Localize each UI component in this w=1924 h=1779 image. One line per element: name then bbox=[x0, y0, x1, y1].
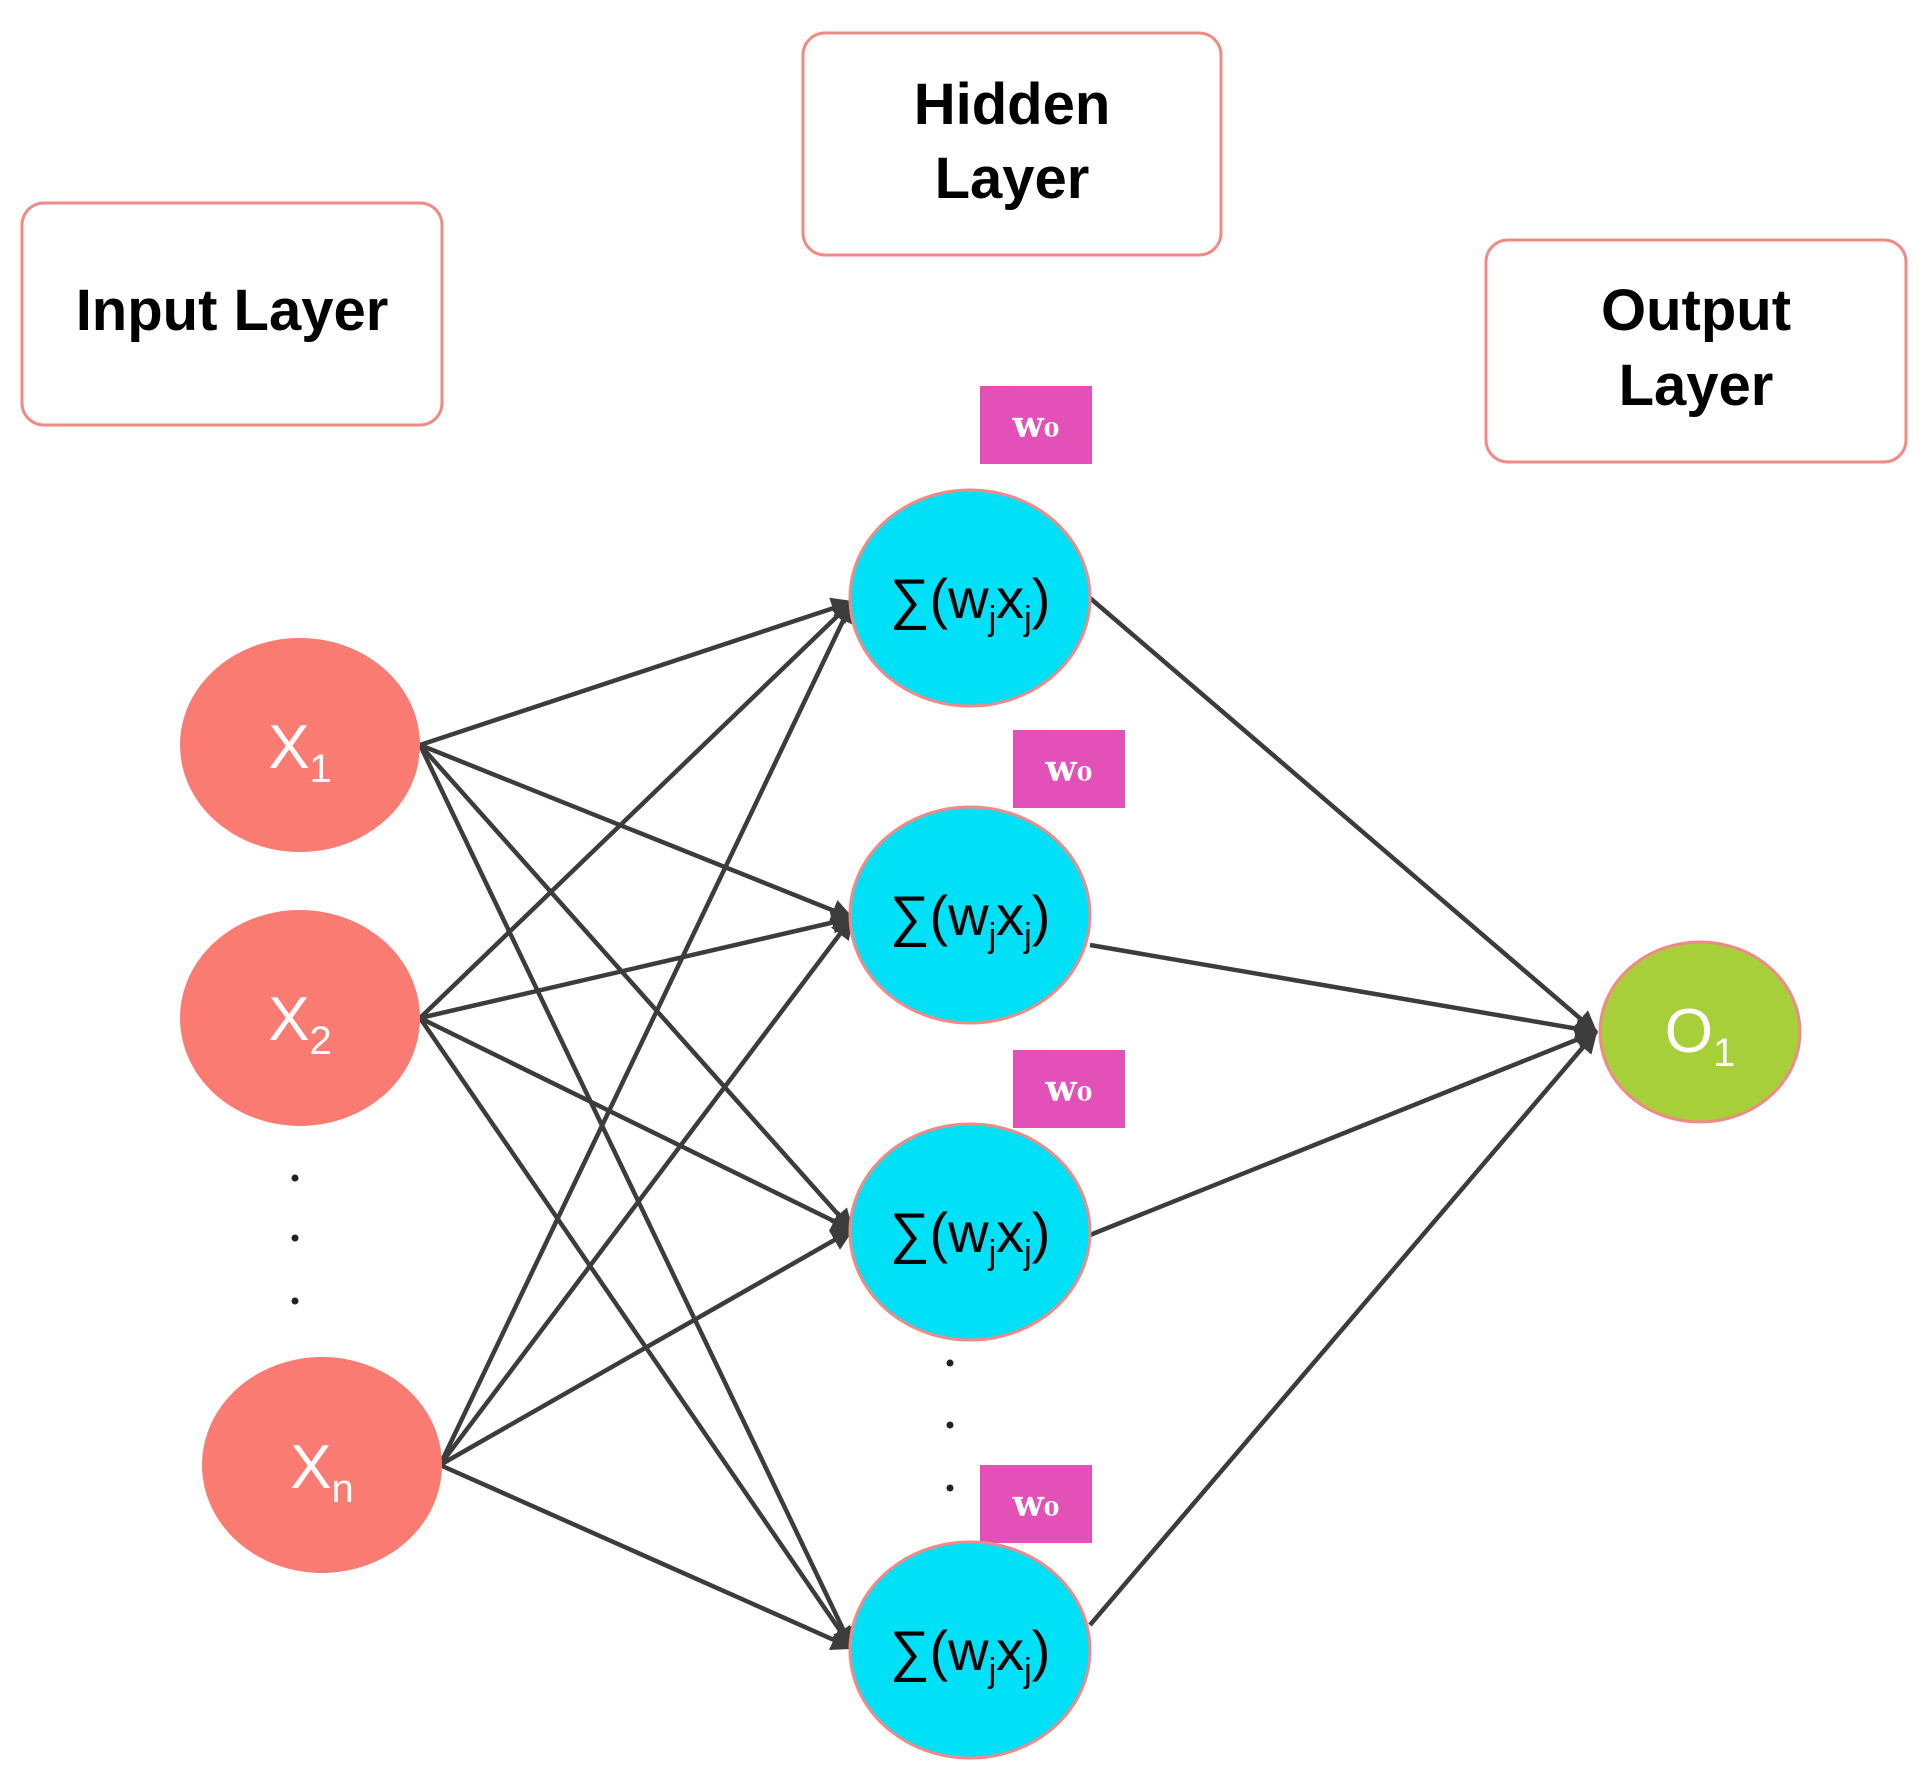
hidden-ellipsis-dots bbox=[946, 1359, 954, 1492]
svg-text:∑(wjxj): ∑(wjxj) bbox=[890, 1619, 1051, 1690]
input-node-x1-sub: 1 bbox=[310, 747, 332, 791]
hidden-node-1: ∑(wjxj) bbox=[848, 488, 1092, 708]
input-node-x2-sub: 2 bbox=[310, 1019, 332, 1063]
svg-text:w₀: w₀ bbox=[1012, 404, 1060, 446]
input-node-x1-label: X bbox=[268, 713, 309, 782]
output-node-o1-sub: 1 bbox=[1713, 1031, 1735, 1075]
hidden-to-output-connections bbox=[1088, 596, 1599, 1627]
hidden-node-4-sum: ∑(w bbox=[890, 1619, 990, 1682]
svg-text:w₀: w₀ bbox=[1012, 1483, 1060, 1525]
edge-x2-h2 bbox=[419, 911, 855, 1021]
bias-label-4: w₀ bbox=[980, 1465, 1092, 1543]
hidden-node-3-sum: ∑(w bbox=[890, 1201, 990, 1264]
output-layer-title-line2: Layer bbox=[1619, 353, 1774, 418]
svg-text:w₀: w₀ bbox=[1045, 1068, 1093, 1110]
edge-xn-h3 bbox=[438, 1228, 854, 1467]
bias-label-1: w₀ bbox=[980, 386, 1092, 464]
hidden-layer-title-line2: Layer bbox=[935, 146, 1090, 211]
svg-text:∑(wjxj): ∑(wjxj) bbox=[890, 1201, 1051, 1272]
bias-label-2: w₀ bbox=[1013, 730, 1125, 808]
hidden-node-3: ∑(wjxj) bbox=[848, 1122, 1092, 1342]
hidden-node-2: ∑(wjxj) bbox=[848, 805, 1092, 1025]
svg-text:Xn: Xn bbox=[290, 1433, 354, 1511]
output-node-o1: O1 bbox=[1598, 940, 1802, 1124]
edge-h4-o1 bbox=[1088, 1030, 1598, 1627]
edge-x2-h3 bbox=[419, 1015, 855, 1233]
svg-text:X1: X1 bbox=[268, 713, 332, 791]
output-node-o1-label: O bbox=[1665, 997, 1713, 1066]
input-ellipsis-dots bbox=[291, 1174, 299, 1305]
edge-x1-h1 bbox=[419, 597, 855, 748]
hidden-layer-title-box: Hidden Layer bbox=[801, 31, 1223, 257]
output-layer-title-line1: Output bbox=[1601, 278, 1791, 343]
svg-text:∑(wjxj): ∑(wjxj) bbox=[890, 884, 1051, 955]
edge-x2-h1 bbox=[418, 600, 854, 1020]
edge-xn-h2 bbox=[438, 916, 854, 1467]
svg-text:O1: O1 bbox=[1665, 997, 1735, 1075]
hidden-node-4: ∑(wjxj) bbox=[848, 1540, 1092, 1760]
edge-xn-h4 bbox=[439, 1462, 855, 1651]
edge-x1-h4 bbox=[417, 744, 855, 1651]
input-layer-title: Input Layer bbox=[76, 278, 389, 343]
edge-xn-h1 bbox=[437, 599, 855, 1466]
svg-text:X2: X2 bbox=[268, 985, 332, 1063]
edge-h3-o1 bbox=[1089, 1029, 1599, 1238]
edge-h2-o1 bbox=[1089, 942, 1599, 1040]
svg-text:∑(wjxj): ∑(wjxj) bbox=[890, 567, 1051, 638]
input-node-xn: Xn bbox=[202, 1357, 442, 1573]
edge-x1-h2 bbox=[419, 742, 855, 921]
hidden-layer-title-line1: Hidden bbox=[914, 72, 1111, 137]
input-node-xn-sub: n bbox=[332, 1467, 354, 1511]
edge-x2-h4 bbox=[418, 1016, 854, 1650]
input-layer-title-box: Input Layer bbox=[20, 201, 444, 427]
bias-label-3: w₀ bbox=[1013, 1050, 1125, 1128]
edge-h1-o1 bbox=[1088, 596, 1598, 1034]
input-node-x2-label: X bbox=[268, 985, 309, 1054]
hidden-node-2-sum: ∑(w bbox=[890, 884, 990, 947]
input-node-x2: X2 bbox=[180, 910, 420, 1126]
input-node-x1: X1 bbox=[180, 638, 420, 852]
hidden-node-1-sum: ∑(w bbox=[890, 567, 990, 630]
input-node-xn-label: X bbox=[290, 1433, 331, 1502]
input-to-hidden-connections bbox=[417, 597, 855, 1651]
edge-x1-h3 bbox=[418, 743, 854, 1232]
output-layer-title-box: Output Layer bbox=[1484, 238, 1908, 464]
svg-text:w₀: w₀ bbox=[1045, 748, 1093, 790]
